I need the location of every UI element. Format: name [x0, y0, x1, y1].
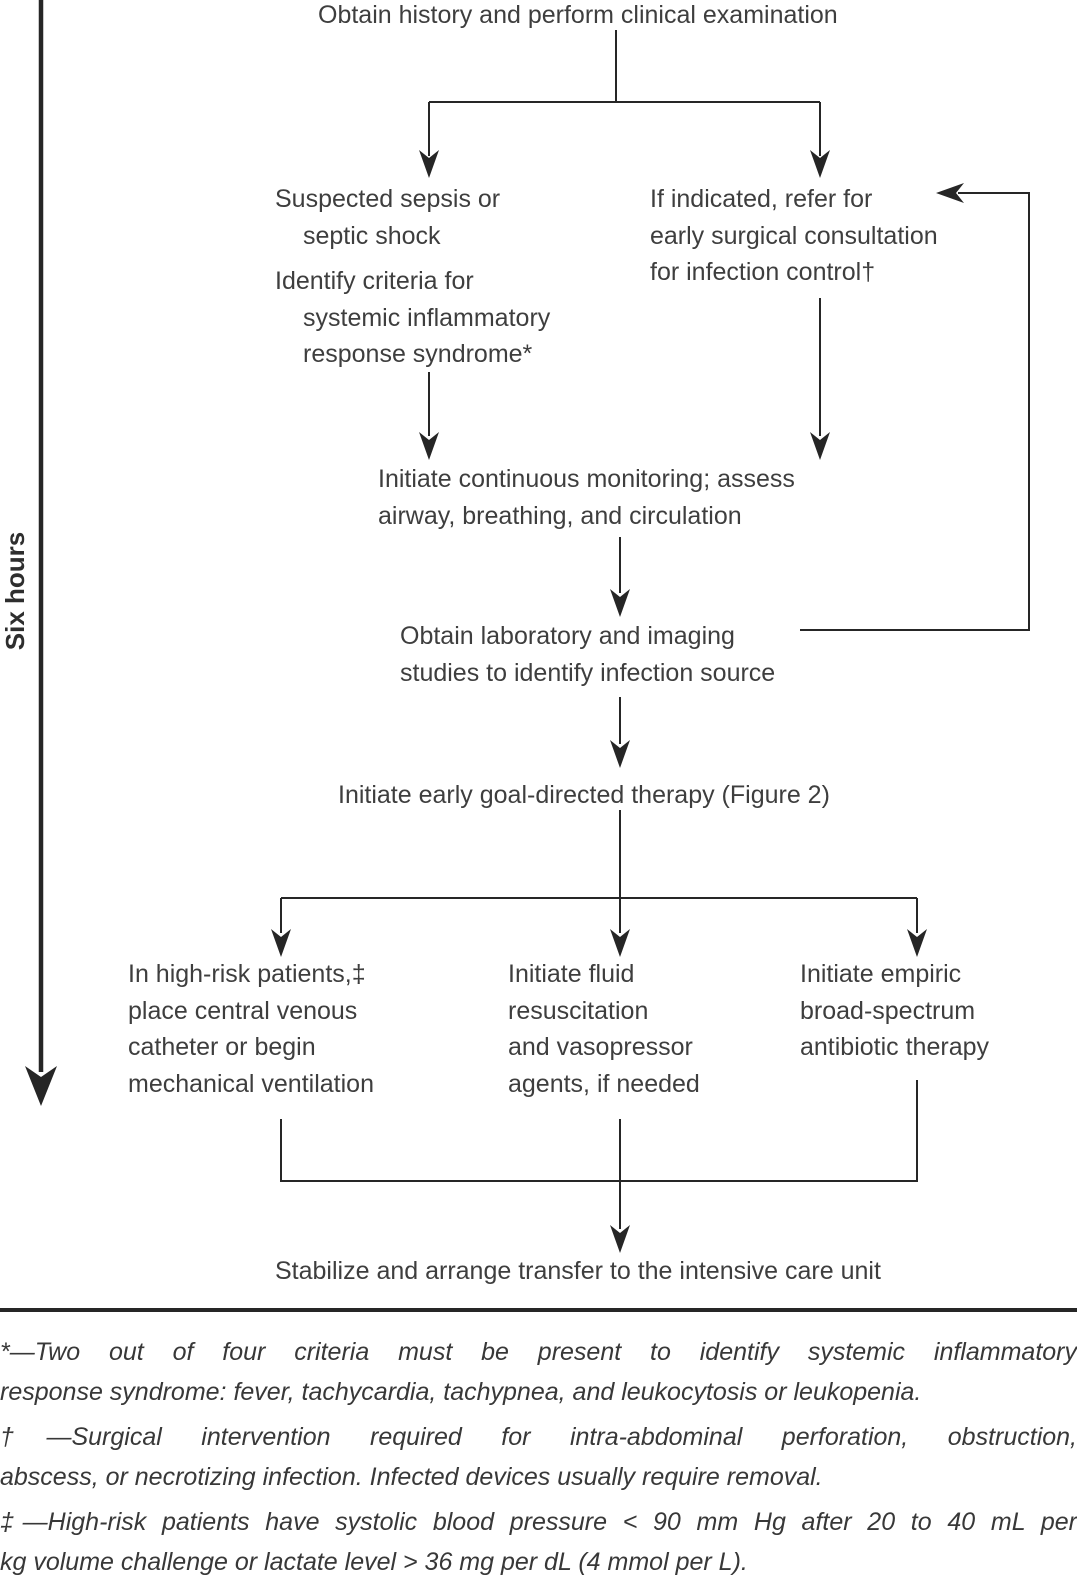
footnote-high-risk: ‡—High-risk patients have systolic blood… [0, 1502, 1077, 1582]
node-labs: Obtain laboratory and imaging studies to… [400, 618, 775, 691]
footnote-line: abscess, or necrotizing infection. Infec… [0, 1463, 823, 1491]
footnote-divider-line [0, 1308, 1077, 1312]
arrowhead-labs-icon [610, 589, 630, 617]
node-line: Identify criteria for [275, 267, 474, 295]
node-line: Suspected sepsis or [275, 185, 501, 213]
node-line: septic shock [303, 221, 441, 250]
footnotes: *—Two out of four criteria must be prese… [0, 1332, 1077, 1582]
sirs-criteria-paragraph: Identify criteria for systemic inflammat… [275, 263, 550, 373]
node-line: If indicated, refer for [650, 185, 873, 213]
merge-connector [280, 1080, 918, 1229]
footnote-sirs: *—Two out of four criteria must be prese… [0, 1332, 1077, 1412]
node-stabilize: Stabilize and arrange transfer to the in… [275, 1253, 881, 1290]
footnote-line: †—Surgical intervention required for int… [0, 1423, 1077, 1451]
node-line: early surgical consultation [650, 221, 938, 250]
node-line: agents, if needed [508, 1069, 700, 1098]
arrowhead-to-sepsis-icon [419, 150, 439, 178]
arrowhead-monitoring-right-icon [810, 432, 830, 460]
node-line: studies to identify infection source [400, 658, 776, 687]
node-line: catheter or begin [128, 1033, 316, 1061]
node-line: and vasopressor [508, 1033, 693, 1061]
node-line: mechanical ventilation [128, 1069, 374, 1098]
footnote-line: kg volume challenge or lactate level > 3… [0, 1548, 748, 1576]
node-fluids: Initiate fluid resuscitation and vasopre… [508, 956, 700, 1102]
node-line: Obtain laboratory and imaging [400, 622, 735, 650]
node-line: Initiate early goal-directed therapy (Fi… [338, 781, 830, 809]
node-line: response syndrome* [303, 340, 533, 368]
sepsis-paragraph: Suspected sepsis or septic shock [275, 181, 550, 254]
node-line: place central venous [128, 996, 358, 1025]
node-suspected-sepsis: Suspected sepsis or septic shock Identif… [275, 181, 550, 373]
arrowhead-to-surgical-icon [810, 150, 830, 178]
node-line: broad-spectrum [800, 996, 976, 1025]
labs-to-surgical-feedback-line [800, 192, 1030, 631]
arrowhead-high-risk-icon [271, 929, 291, 957]
node-high-risk: In high-risk patients,‡ place central ve… [128, 956, 374, 1102]
footnote-line: *—Two out of four criteria must be prese… [0, 1338, 1077, 1366]
node-obtain-history: Obtain history and perform clinical exam… [318, 0, 838, 30]
arrowhead-monitoring-left-icon [419, 432, 439, 460]
arrowhead-stabilize-icon [610, 1225, 630, 1253]
feedback-arrowhead-icon [936, 183, 964, 203]
arrowhead-egdt-icon [610, 740, 630, 768]
footnote-line: response syndrome: fever, tachycardia, t… [0, 1378, 922, 1406]
node-surgical-consult: If indicated, refer for early surgical c… [650, 181, 938, 291]
footnote-surgical: †—Surgical intervention required for int… [0, 1417, 1077, 1497]
node-line: resuscitation [508, 996, 649, 1025]
node-line: Stabilize and arrange transfer to the in… [275, 1257, 881, 1285]
node-line: Obtain history and perform clinical exam… [318, 1, 838, 29]
node-line: Initiate empiric [800, 960, 962, 988]
egdt-split-connector [280, 810, 918, 933]
start-split-connector [428, 30, 821, 156]
node-antibiotics: Initiate empiric broad-spectrum antibiot… [800, 956, 989, 1066]
node-line: systemic inflammatory [303, 303, 551, 332]
timeline-arrowhead-icon [25, 1066, 57, 1106]
node-line: Initiate fluid [508, 960, 635, 988]
node-line: In high-risk patients,‡ [128, 960, 366, 988]
node-line: airway, breathing, and circulation [378, 501, 742, 530]
footnote-line: ‡—High-risk patients have systolic blood… [0, 1508, 1077, 1536]
node-line: Initiate continuous monitoring; assess [378, 465, 795, 493]
arrowhead-fluids-icon [610, 929, 630, 957]
node-monitoring: Initiate continuous monitoring; assess a… [378, 461, 795, 534]
node-line: for infection control† [650, 258, 876, 286]
six-hours-label: Six hours [0, 531, 30, 651]
arrowhead-antibiotics-icon [907, 929, 927, 957]
node-line: antibiotic therapy [800, 1033, 990, 1061]
node-egdt: Initiate early goal-directed therapy (Fi… [338, 777, 830, 814]
